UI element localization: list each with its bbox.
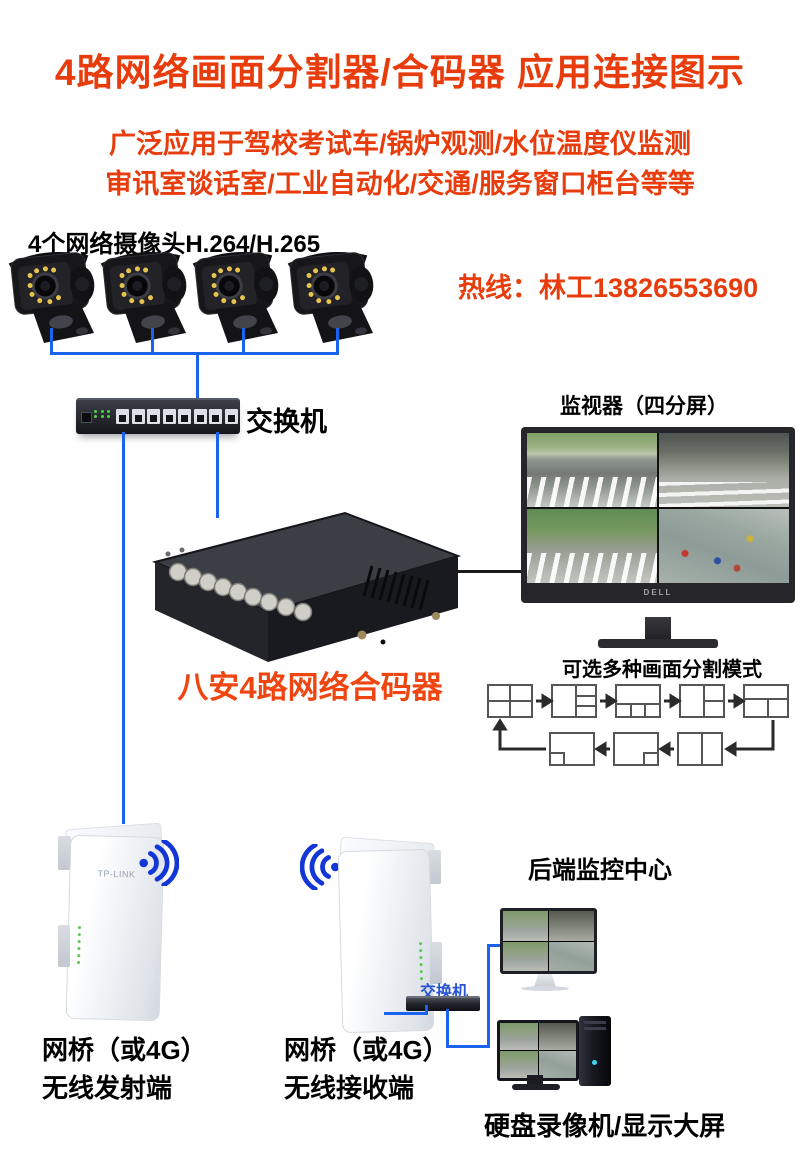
- monitor-base: [598, 639, 718, 648]
- cable-bus-to-switch: [196, 352, 199, 400]
- ip-camera-2: [100, 243, 195, 343]
- camera-icon: [8, 252, 95, 343]
- cable-cam2-drop: [151, 328, 154, 354]
- bridge-tx-leds: [77, 926, 82, 965]
- encoder-device: [140, 500, 470, 670]
- quad-view-4: [659, 509, 789, 583]
- cable-bridge-rx-to-switch-v: [425, 1005, 428, 1015]
- switch-ports: [116, 409, 238, 424]
- monitor-brand-logo: DELL: [643, 588, 673, 597]
- camera-icon: [100, 252, 187, 343]
- cable-backend-trunk: [487, 944, 490, 1048]
- cable-switch-to-bridge-tx: [122, 432, 125, 824]
- network-switch-bottom: [406, 996, 480, 1011]
- network-switch-top: [76, 398, 240, 434]
- bridge-tx-label-2: 无线发射端: [42, 1073, 173, 1103]
- quad-monitor: DELL: [521, 427, 795, 603]
- ip-camera-3: [192, 243, 287, 343]
- quad-view-1: [527, 433, 657, 507]
- bridge-rx-top-bracket: [428, 850, 441, 884]
- split-modes-graphic: [487, 684, 789, 766]
- backend-monitor-1-stand: [534, 974, 556, 987]
- hotline-text: 热线：林工13826553690: [458, 273, 759, 303]
- wifi-signal-tx-icon: [137, 838, 180, 891]
- quad-view-3: [527, 509, 657, 583]
- monitor-stand: [645, 617, 671, 641]
- subtitle-line-1: 广泛应用于驾校考试车/锅炉观测/水位温度仪监测: [108, 129, 691, 159]
- bridge-rx-side-bracket: [430, 942, 442, 984]
- wifi-signal-rx-icon: [299, 842, 342, 895]
- cable-switch-to-trunk: [446, 1045, 490, 1048]
- backend-monitor-2-screen: [500, 1023, 576, 1078]
- cable-bridge-rx-to-switch-h: [384, 1012, 428, 1015]
- encoder-label: 八安4路网络合码器: [177, 670, 443, 705]
- tower-drive-slot-2: [584, 1027, 606, 1030]
- bridge-rx-label-2: 无线接收端: [284, 1073, 415, 1103]
- subtitle-line-2: 审讯室谈话室/工业自动化/交通/服务窗口柜台等等: [105, 169, 695, 199]
- tower-drive-slot: [584, 1021, 606, 1024]
- monitor-label: 监视器（四分屏）: [560, 395, 728, 418]
- bridge-rx-label-1: 网桥（或4G）: [284, 1035, 449, 1065]
- pc-tower: [579, 1016, 611, 1086]
- quad-view-2: [659, 433, 789, 507]
- ip-camera-4: [287, 243, 382, 343]
- cable-cam1-drop: [50, 328, 53, 354]
- cable-cam4-drop: [336, 328, 339, 354]
- wireless-bridge-rx: [328, 834, 443, 1034]
- backend-monitor-2-base: [512, 1084, 560, 1090]
- cable-switch-to-encoder: [216, 432, 219, 518]
- wireless-bridge-tx: TP-LINK: [58, 820, 178, 1025]
- encoder-box-graphic: [151, 511, 462, 662]
- bridge-tx-label-1: 网桥（或4G）: [42, 1035, 207, 1065]
- backend-monitor-1-screen: [503, 911, 594, 971]
- backend-caption: 硬盘录像机/显示大屏: [484, 1111, 726, 1141]
- split-modes-diagram: [480, 680, 795, 785]
- switch-leds: [94, 410, 112, 418]
- cable-camera-bus: [50, 352, 339, 355]
- backend-monitor-1: [500, 908, 597, 974]
- backend-title: 后端监控中心: [528, 857, 672, 884]
- cable-cam3-drop: [242, 328, 245, 354]
- switch-power-port: [81, 412, 92, 423]
- page-title: 4路网络画面分割器/合码器 应用连接图示: [54, 52, 746, 93]
- camera-icon: [287, 252, 374, 343]
- cable-switch-down: [446, 1009, 449, 1048]
- tower-power-led: [592, 1060, 597, 1065]
- quad-screen: [527, 433, 789, 583]
- cable-to-backend-monitor-1: [487, 944, 503, 947]
- bridge-tx-top-bracket: [58, 836, 71, 870]
- camera-icon: [192, 252, 279, 343]
- bridge-tx-side-bracket: [58, 925, 70, 967]
- backend-monitor-2: [497, 1020, 579, 1081]
- cable-encoder-to-monitor: [452, 570, 522, 573]
- bridge-rx-leds: [419, 942, 424, 981]
- split-modes-title: 可选多种画面分割模式: [562, 659, 762, 681]
- switch-top-label: 交换机: [246, 407, 327, 437]
- ip-camera-1: [8, 243, 103, 343]
- backend-monitor-2-stand: [527, 1075, 543, 1084]
- backend-monitor-1-base: [521, 986, 569, 991]
